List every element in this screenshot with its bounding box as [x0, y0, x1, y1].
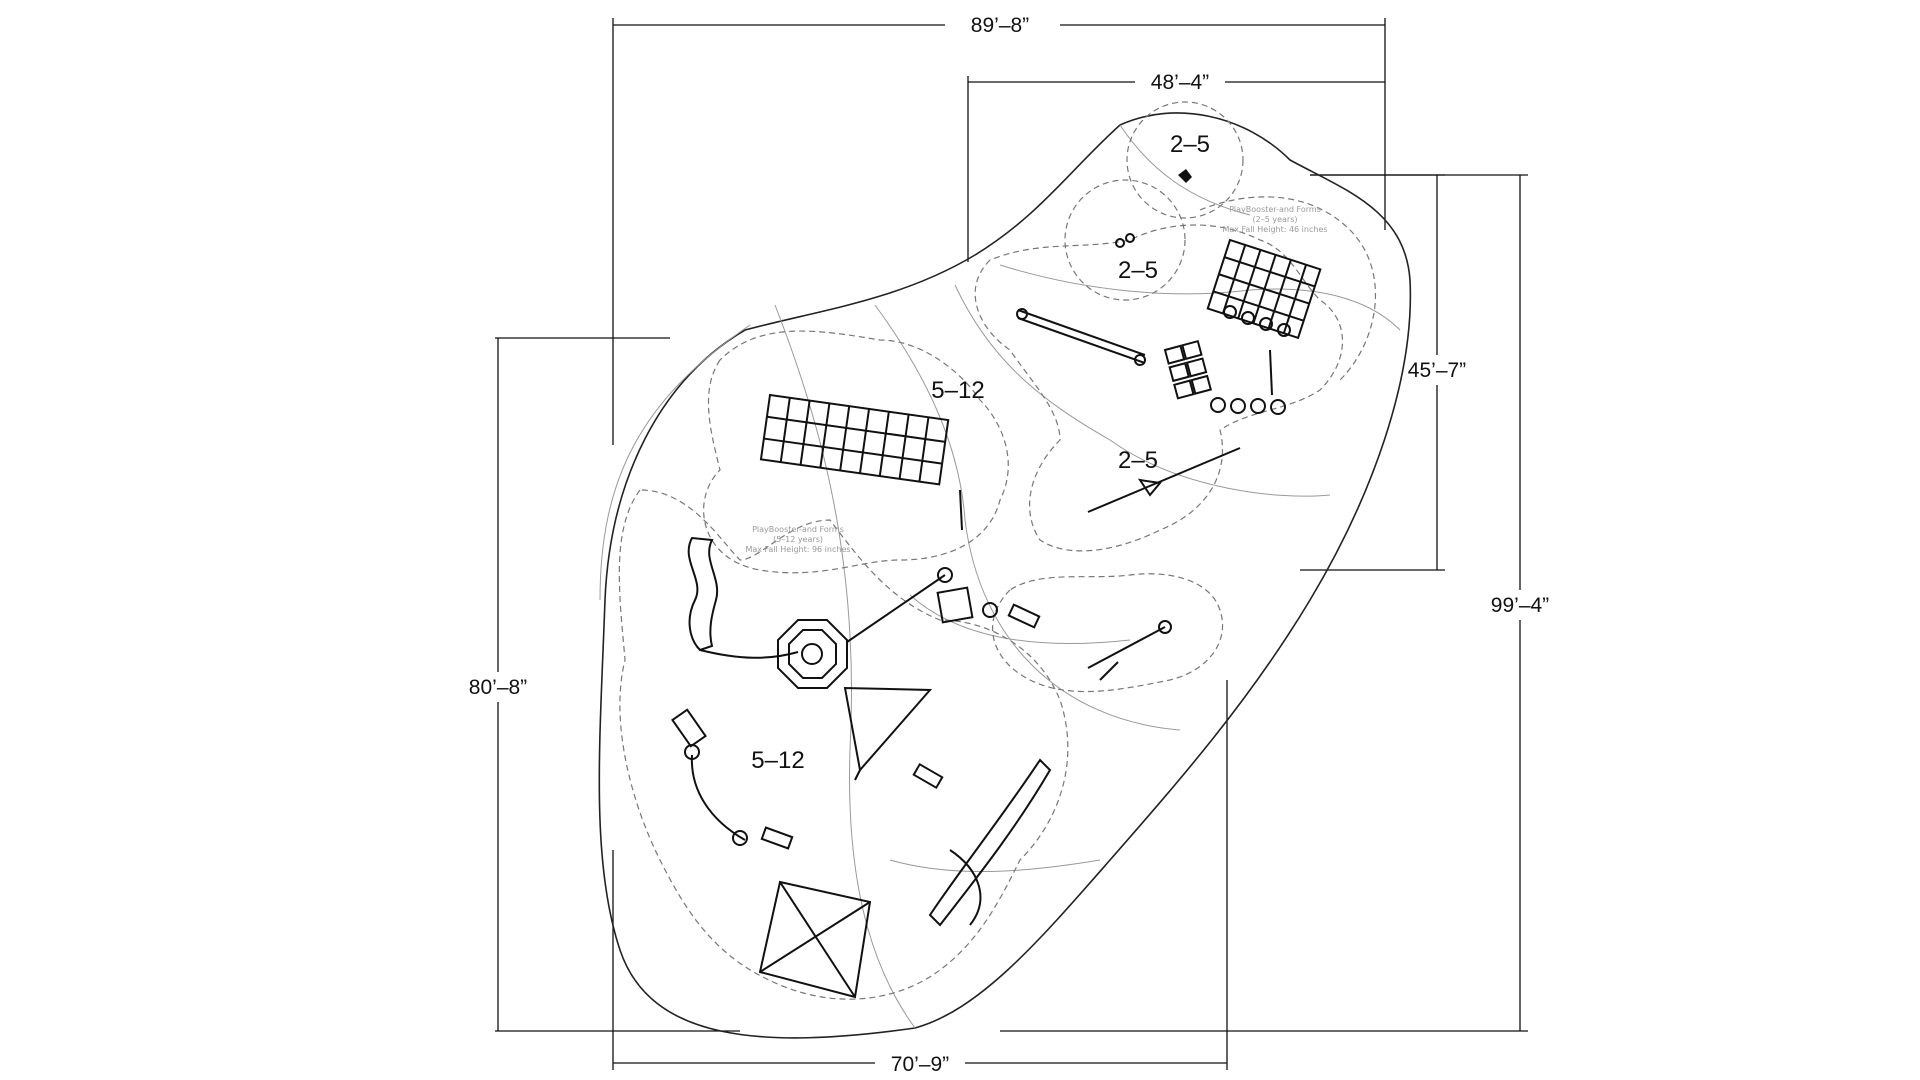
site-boundary [598, 112, 1412, 1039]
surfacing-divisions [774, 124, 1401, 1029]
svg-text:PlayBooster-and Forms: PlayBooster-and Forms [752, 525, 844, 534]
svg-text:Max Fall Height: 46 inches: Max Fall Height: 46 inches [1222, 225, 1327, 234]
dim-top-inner: 48’–4” [1151, 71, 1209, 94]
age-zone-label: 5–12 [931, 377, 984, 404]
age-zone-label: 2–5 [1170, 131, 1210, 158]
surface-note-west: PlayBooster-and Forms (5–12 years) Max F… [745, 525, 850, 554]
ladder-climber-ne [1206, 238, 1322, 340]
age-zone-label: 2–5 [1118, 257, 1158, 284]
age-zone-label: 5–12 [751, 747, 804, 774]
svg-text:Max Fall Height: 96 inches: Max Fall Height: 96 inches [745, 545, 850, 554]
age-zone-label: 2–5 [1118, 447, 1158, 474]
dimension-lines: 89’–8” 48’–4” 45’–7” 99’–4” 80’–8” 70’–9… [455, 10, 1562, 1078]
svg-text:(5–12 years): (5–12 years) [773, 535, 823, 544]
equipment [671, 169, 1322, 999]
swing-frame-s [758, 880, 872, 999]
svg-text:PlayBooster-and Forms: PlayBooster-and Forms [1229, 205, 1321, 214]
age-zone-labels: 2–5 2–5 2–5 5–12 5–12 [751, 131, 1210, 774]
dim-right-overall: 99’–4” [1491, 594, 1549, 617]
dim-right-inner: 45’–7” [1408, 359, 1466, 382]
panel-grid-ne [1163, 339, 1213, 400]
dim-bottom: 70’–9” [891, 1053, 949, 1076]
dim-left: 80’–8” [469, 676, 527, 699]
surface-note-north: PlayBooster-and Forms (2–5 years) Max Fa… [1222, 205, 1327, 234]
svg-text:(2–5 years): (2–5 years) [1253, 215, 1298, 224]
net-climber-nw [759, 393, 950, 486]
dim-top-overall: 89’–8” [971, 14, 1029, 37]
use-zones [618, 101, 1377, 1000]
